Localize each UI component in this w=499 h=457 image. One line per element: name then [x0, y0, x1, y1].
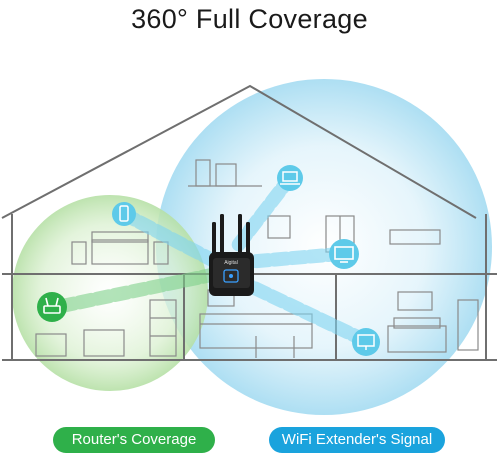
- extender-signal-legend: WiFi Extender's Signal: [269, 427, 445, 453]
- wifi-extender-device: Aigital: [209, 214, 254, 296]
- laptop-icon: [277, 165, 303, 191]
- coverage-illustration: Aigital: [1, 79, 497, 415]
- router-icon: [37, 292, 67, 322]
- desktop-computer-icon: [352, 328, 380, 356]
- beam-laptop: [229, 171, 297, 255]
- phone-icon: [112, 202, 136, 226]
- tv-icon: [329, 239, 359, 269]
- extender-signal-area: [156, 79, 492, 415]
- signal-beams: [55, 171, 371, 347]
- beam-desktop: [239, 277, 371, 347]
- beam-router: [55, 265, 233, 313]
- headline: 360° Full Coverage: [131, 4, 368, 34]
- device-brand: Aigital: [224, 260, 238, 266]
- router-coverage-legend: Router's Coverage: [53, 427, 215, 453]
- beam-phone: [117, 207, 223, 269]
- house-outline: [1, 84, 497, 361]
- beam-tv: [239, 247, 347, 269]
- furniture-sketches: [35, 159, 479, 358]
